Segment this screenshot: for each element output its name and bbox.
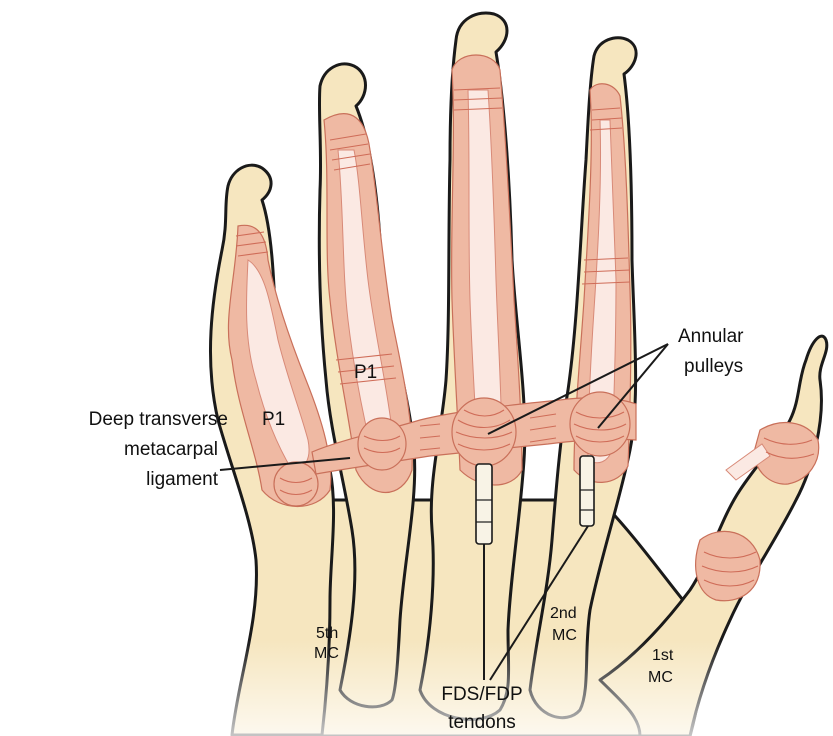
thumb-pulley-proximal [696,531,760,600]
annular-pulleys-label-line2: pulleys [684,356,743,377]
dtml-label-line2: metacarpal [124,439,218,460]
dtml-label-line3: ligament [146,469,219,490]
pulley-fifth [274,462,318,506]
fifth-mc-label-line2: MC [314,645,339,662]
fifth-mc-label-line1: 5th [316,625,338,642]
dtml-label-line1: Deep transverse [89,409,228,430]
pulley-fourth [358,418,406,470]
second-mc-label-line1: 2nd [550,605,577,622]
second-mc-label-line2: MC [552,627,577,644]
p1-ring-finger-label: P1 [354,362,377,383]
tendons-label-line2: tendons [448,712,516,733]
first-mc-label-line1: 1st [652,647,674,664]
p1-small-finger-label: P1 [262,409,285,430]
first-mc-label-line2: MC [648,669,673,686]
annular-pulley-third [452,398,516,466]
tendons-label-line1: FDS/FDP [441,684,522,705]
annular-pulleys-label-line1: Annular [678,326,744,347]
